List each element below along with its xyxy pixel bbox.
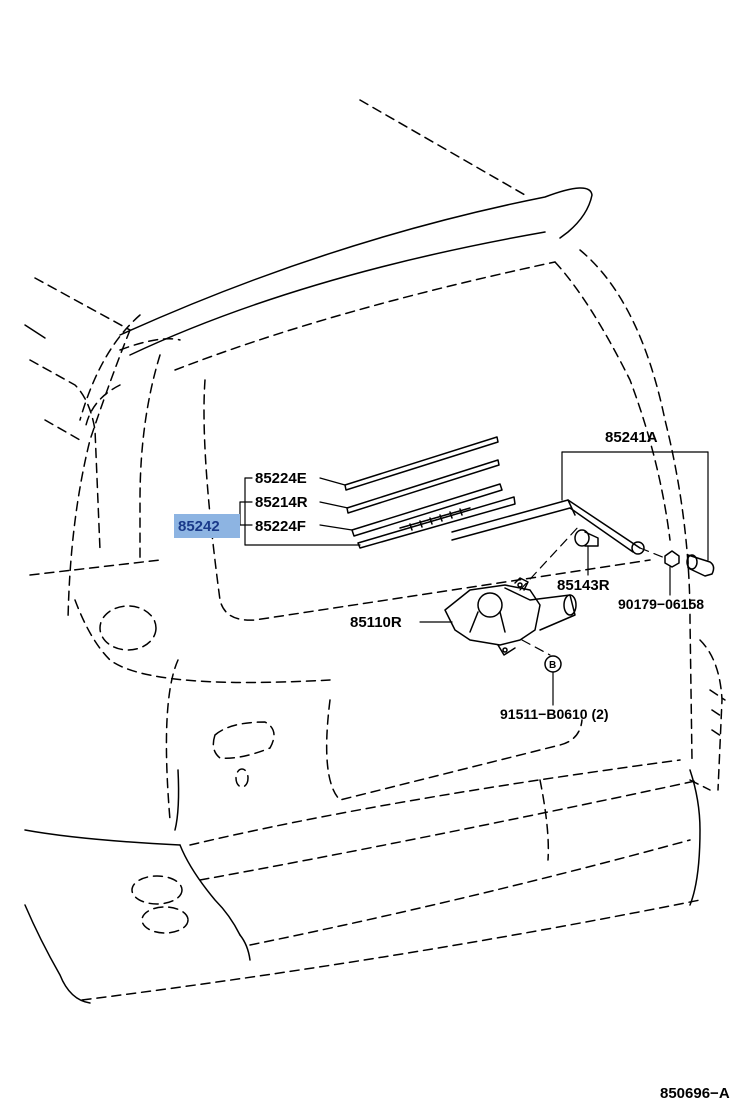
pivot-cap [574,529,599,547]
bolt-marker-letter: B [549,660,556,671]
diagram-code: 850696−A [660,1085,730,1102]
highlight-box [174,514,240,538]
wiper-motor [444,577,577,656]
nut-and-cap [664,550,715,577]
leader-lines [239,451,709,706]
vehicle-outline-dashed [29,99,726,1001]
vehicle-outline-solid [24,324,701,1004]
label-85110R[interactable]: 85110R [350,614,402,631]
label-85242[interactable]: 85242 [178,518,220,535]
alignment-lines [519,524,666,656]
label-91511-B0610[interactable]: 91511−B0610 (2) [500,706,609,722]
label-85224E[interactable]: 85224E [255,470,307,487]
door-handle [212,721,275,788]
label-85224F[interactable]: 85224F [255,518,306,535]
label-90179-06158[interactable]: 90179−06158 [618,596,704,612]
label-85214R[interactable]: 85214R [255,494,308,511]
label-85143R[interactable]: 85143R [557,577,610,594]
bolt-marker-circle [544,655,562,673]
wiper-blade-assembly [344,436,516,549]
rear-spoiler [119,187,593,356]
label-85241A[interactable]: 85241A [605,429,658,446]
tail-light [99,605,189,934]
wiper-arm [451,499,645,555]
